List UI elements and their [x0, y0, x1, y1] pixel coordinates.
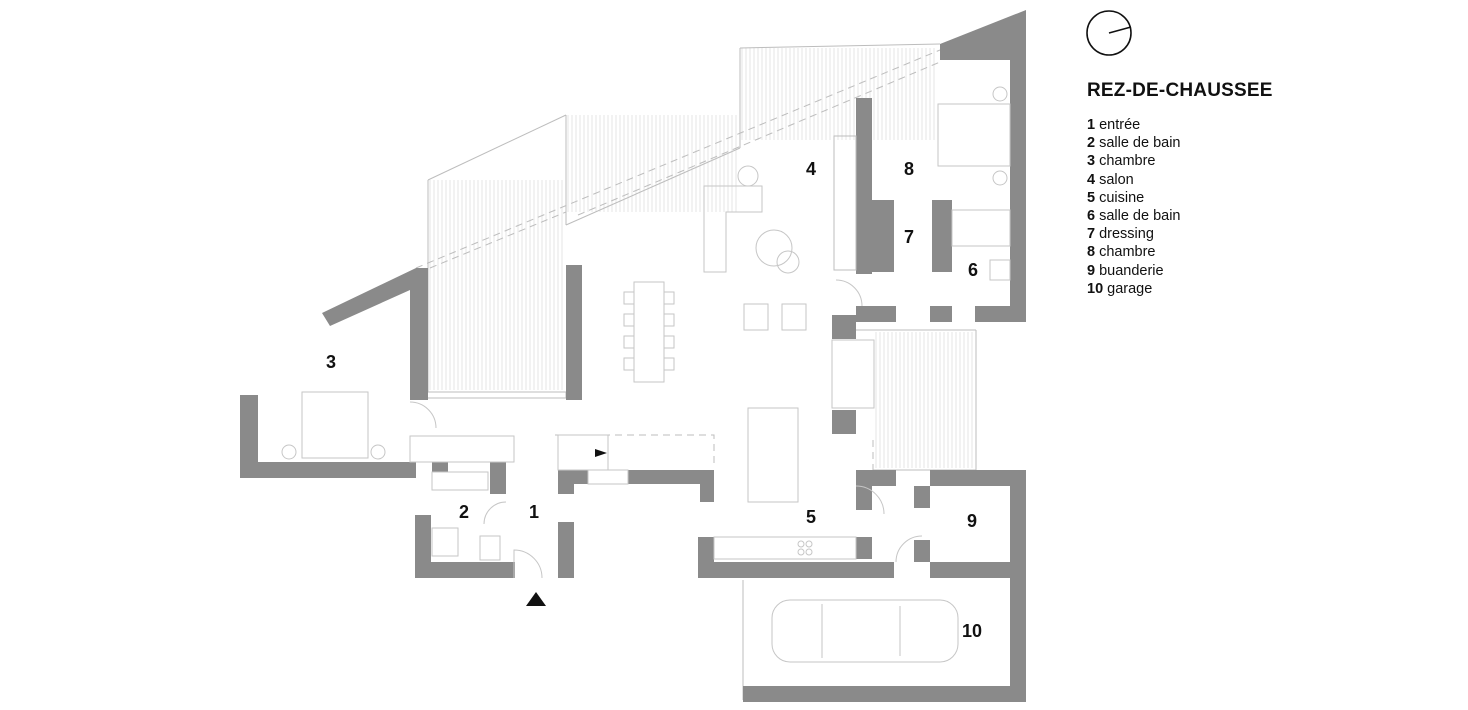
room-label: 7 — [904, 227, 914, 247]
legend-item-number: 1 — [1087, 117, 1096, 133]
room-label: 3 — [326, 352, 336, 372]
room-label: 4 — [806, 159, 816, 179]
legend-item-number: 7 — [1087, 226, 1096, 243]
terrace-hatch — [429, 48, 973, 468]
room-label: 10 — [962, 621, 982, 641]
room-label: 1 — [529, 502, 539, 522]
legend-item-number: 10 — [1087, 280, 1104, 297]
legend-item-number: 5 — [1087, 189, 1096, 206]
legend-item-number: 3 — [1087, 153, 1096, 170]
legend-item-label: buanderie — [1099, 262, 1164, 279]
legend-item-number: 6 — [1087, 208, 1096, 225]
legend-item-number: 8 — [1087, 244, 1096, 261]
glazing-dashes — [415, 49, 941, 470]
stair-arrow-icon — [595, 449, 607, 457]
entrance-arrow-icon — [526, 592, 546, 606]
legend-item-label: chambre — [1099, 153, 1156, 170]
room-label: 5 — [806, 507, 816, 527]
legend-item-number: 9 — [1087, 262, 1096, 279]
legend-item-label: cuisine — [1099, 189, 1145, 206]
compass-icon — [1086, 10, 1132, 56]
legend-item-label: salon — [1099, 171, 1134, 188]
furniture — [281, 86, 1011, 663]
walls — [240, 10, 1026, 702]
plan-title: REZ-DE-CHAUSSEE — [1087, 80, 1273, 101]
room-labels: 1 2 3 4 5 6 7 8 9 10 — [326, 159, 982, 641]
legend-item-number: 4 — [1087, 171, 1096, 188]
room-label: 8 — [904, 159, 914, 179]
legend-item-label: salle de bain — [1099, 208, 1181, 225]
legend-item-label: entrée — [1099, 117, 1141, 133]
car — [771, 599, 959, 663]
legend-item-label: salle de bain — [1099, 135, 1181, 152]
room-label: 9 — [967, 511, 977, 531]
legend-item-label: dressing — [1099, 226, 1154, 243]
legend-item-label: chambre — [1099, 244, 1156, 261]
legend-item-label: garage — [1107, 280, 1153, 297]
room-label: 2 — [459, 502, 469, 522]
room-label: 6 — [968, 260, 978, 280]
legend-item-number: 2 — [1087, 135, 1096, 152]
